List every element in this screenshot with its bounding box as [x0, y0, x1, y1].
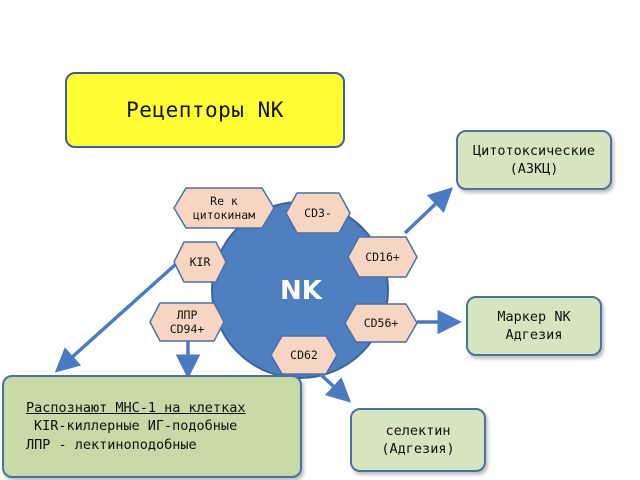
recognition-line-1: Распознают МНС-1 на клетках: [26, 400, 246, 417]
selectin-line-2: (Адгезия): [381, 441, 455, 457]
nk-cell-label: NK: [280, 276, 322, 306]
title-text: Рецепторы NK: [126, 97, 284, 122]
receptor-re-label: Re к цитокинам: [174, 188, 274, 228]
receptor-cd62-hexagon: [270, 335, 338, 375]
receptor-lpr-label: ЛПР CD94+: [150, 303, 224, 341]
receptor-re-line-1: Re к: [210, 193, 238, 208]
marker-box: Маркер NK Адгезия: [466, 296, 602, 356]
cytotoxic-line-1: Цитотоксические: [473, 142, 595, 159]
receptor-cd16-hexagon: [347, 236, 418, 278]
receptor-lpr-hexagon: [149, 302, 225, 342]
receptor-kir-hexagon: [173, 241, 227, 283]
recognition-box: Распознают МНС-1 на клетках KIR-киллерны…: [2, 375, 302, 478]
receptor-cd16-label: CD16+: [365, 249, 400, 264]
receptor-cd3-label: CD3-: [304, 205, 332, 220]
recognition-line-3: ЛПР - лектиноподобные: [26, 436, 197, 453]
title-box: Рецепторы NK: [65, 72, 345, 148]
receptor-cd62-label: CD62: [290, 347, 318, 362]
receptor-lpr-line-1: ЛПР: [176, 307, 198, 322]
receptor-re-line-2: цитокинам: [192, 208, 256, 222]
cytotoxic-box: Цитотоксические (АЗКЦ): [456, 130, 612, 190]
receptor-kir-label: KIR: [189, 254, 211, 269]
marker-line-1: Маркер NK: [497, 308, 571, 325]
selectin-box: селектин (Адгезия): [350, 408, 486, 472]
receptor-cd3-hexagon: [285, 192, 351, 234]
arrow-cd16-to-cytotoxic: [403, 187, 454, 235]
marker-line-2: Адгезия: [505, 327, 563, 343]
cytotoxic-line-2: (АЗКЦ): [509, 161, 559, 177]
selectin-line-1: селектин: [385, 422, 451, 439]
arrow-kir-to-recognition: [54, 262, 178, 373]
receptor-re-hexagon: [173, 187, 275, 229]
receptor-cd56-label: CD56+: [363, 315, 399, 330]
receptor-lpr-line-2: CD94+: [169, 322, 205, 336]
receptor-cd56-hexagon: [344, 303, 418, 343]
recognition-line-2: KIR-киллерные ИГ-подобные: [34, 418, 238, 435]
arrow-cd62-to-selectin: [316, 370, 352, 403]
